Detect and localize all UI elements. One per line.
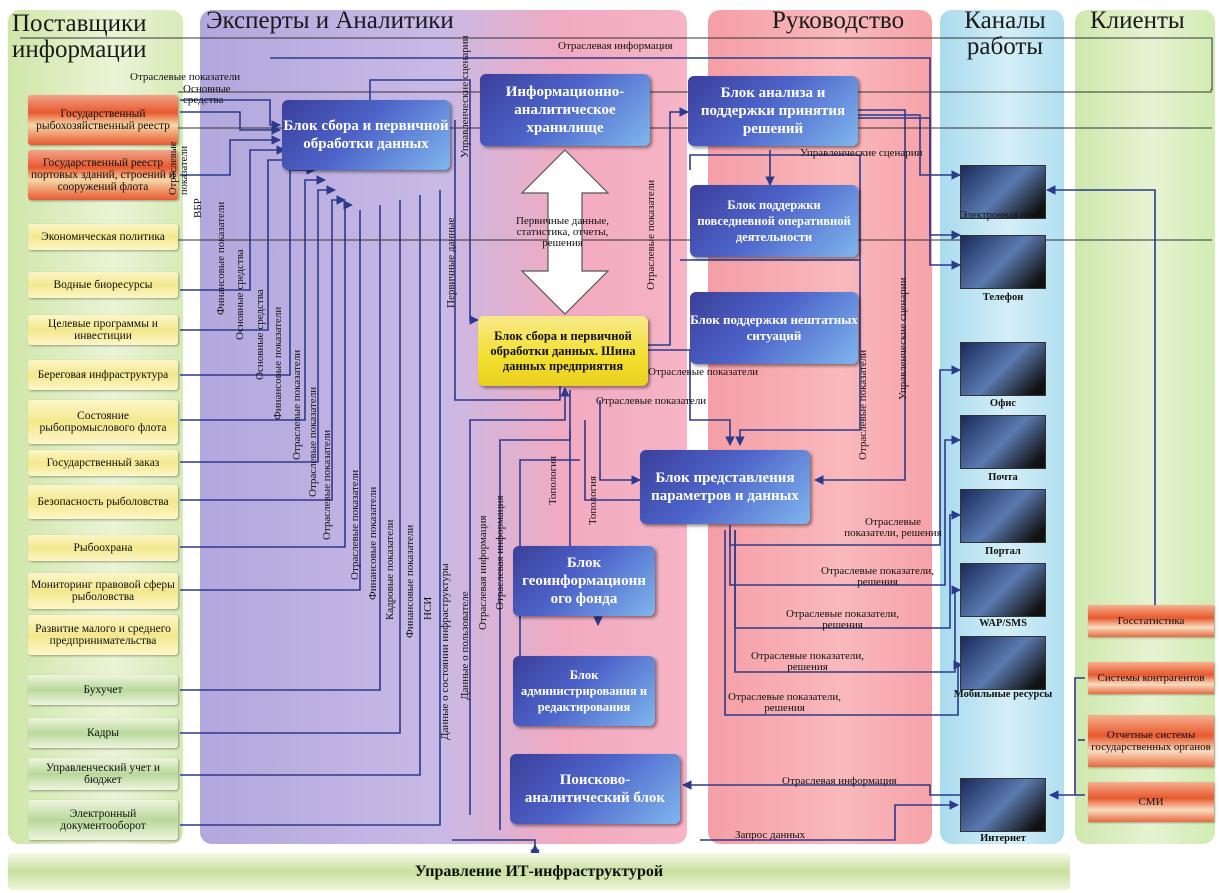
flow-label-decisions-2: Отраслевые показатели, решения (821, 565, 934, 588)
channel-label-internet: Интернет (980, 833, 1026, 844)
flow-label-indicators-present: Отраслевые показатели (596, 395, 707, 407)
flow-label-industry-info-top: Отраслевая информация (558, 40, 673, 52)
source-fish-protection: Рыбоохрана (28, 535, 178, 561)
channel-label-post: Почта (988, 472, 1018, 483)
lane-title-clients: Клиенты (1090, 7, 1185, 34)
block-collect: Блок сбора и первичной обработки данных (282, 100, 450, 170)
vlabel-user-data: Данные о пользователе (459, 591, 471, 700)
flow-label-indicators-bus: Отраслевые показатели (648, 366, 759, 378)
vlabel-industry-info-2: Отраслевая информация (494, 495, 506, 610)
vlabel-financial-3: Финансовые показатели (367, 486, 379, 600)
vlabel-financial-1: Финансовые показатели (215, 201, 227, 315)
source-edoc: Электронный документооборот (28, 800, 178, 840)
source-sme-development: Развитие малого и среднего предпринимате… (28, 615, 178, 655)
source-state-order: Государственный заказ (28, 450, 178, 476)
phone-icon[interactable] (960, 235, 1046, 289)
lane-title-experts: Эксперты и Аналитики (206, 7, 454, 34)
mailbox-icon[interactable] (960, 165, 1046, 219)
vlabel-indicators-3: Отраслевые показатели (321, 429, 333, 540)
footer-it-infrastructure: Управление ИТ-инфраструктурой (8, 853, 1070, 890)
channel-label-office: Офис (989, 398, 1017, 409)
vlabel-vbr: ВБР (192, 198, 204, 218)
source-economic-policy: Экономическая политика (28, 224, 178, 250)
block-geo-fund: Блок геоинформационн ого фонда (513, 546, 655, 616)
double-arrow-storage-bus (520, 149, 610, 315)
vlabel-topology-2: Топология (587, 475, 599, 525)
lane-title-suppliers: Поставщики информации (12, 10, 147, 63)
flow-label-decisions-1: Отраслевые показатели, решения (844, 516, 942, 539)
channel-label-wap: WAP/SMS (979, 618, 1027, 629)
block-daily-operations: Блок поддержки повседневной оперативной … (690, 185, 858, 257)
block-emergency: Блок поддержки нештатных ситуаций (690, 292, 858, 364)
client-reporting-systems: Отчетные системы государственных органов (1088, 715, 1214, 767)
source-budget: Управленческий учет и бюджет (28, 758, 178, 790)
block-data-bus: Блок сбора и первичной обработки данных.… (478, 316, 648, 386)
flow-label-indicators-top: Отраслевые показатели (130, 71, 241, 83)
post-box-icon[interactable] (960, 415, 1046, 469)
flow-label-decisions-5: Отраслевые показатели, решения (728, 691, 841, 714)
vlabel-financial-2: Финансовые показатели (272, 306, 284, 420)
vlabel-personnel: Кадровые показатели (384, 519, 396, 620)
flow-label-primary-data: Первичные данные, статистика, отчеты, ре… (515, 215, 610, 249)
vlabel-indicators-1: Отраслевые показатели (291, 349, 303, 460)
source-target-programs: Целевые программы и инвестиции (28, 315, 178, 345)
vlabel-primary-data: Первичные данные (445, 217, 457, 308)
vlabel-infra-state: Данные о состоянии инфраструктуры (439, 563, 451, 740)
flow-label-decisions-3: Отраслевые показатели, решения (786, 608, 899, 631)
vlabel-fixed-2: Основные средства (254, 289, 266, 380)
block-presentation: Блок представления параметров и данных (640, 450, 810, 524)
channel-label-mobile-resources: Мобильные ресурсы (953, 689, 1053, 700)
flow-label-fixed-assets: Основные средства (183, 83, 231, 106)
vlabel-financial-4: Финансовые показатели (404, 524, 416, 638)
source-personnel: Кадры (28, 718, 178, 748)
lane-management (708, 10, 932, 844)
flow-label-industry-info-internet: Отраслевая информация (782, 775, 897, 787)
client-contractors: Системы контрагентов (1088, 662, 1214, 694)
vlabel-industry-info-1: Отраслевая информация (477, 515, 489, 630)
source-legal-monitoring: Мониторинг правовой сферы рыболовства (28, 573, 178, 609)
vlabel-mgmt-scenarios-right: Управленческие сценарии (897, 277, 909, 400)
client-gosstat: Госстатистика (1088, 605, 1214, 637)
source-fleet-state: Состояние рыбопромыслового флота (28, 400, 178, 444)
lane-title-management: Руководство (772, 7, 905, 34)
vlabel-indicators-2: Отраслевые показатели (307, 386, 319, 497)
source-coastal-infra: Береговая инфраструктура (28, 360, 178, 390)
block-admin: Блок администрирования и редактирования (513, 656, 655, 726)
channel-label-portal: Портал (985, 546, 1021, 557)
vlabel-topology-1: Топология (547, 455, 559, 505)
vlabel-indicators-bus: Отраслевые показатели (645, 179, 657, 290)
source-water-bioresources: Водные биоресурсы (28, 272, 178, 298)
source-accounting: Бухучет (28, 675, 178, 705)
client-media: СМИ (1088, 782, 1214, 822)
block-search-analytics: Поисково-аналитический блок (510, 754, 680, 824)
flow-label-decisions-4: Отраслевые показатели, решения (751, 650, 864, 673)
vlabel-indicators-4: Отраслевые показатели (349, 469, 361, 580)
computer-icon[interactable] (960, 778, 1046, 832)
mobile-phone-icon[interactable] (960, 563, 1046, 617)
source-fishing-safety: Безопасность рыболовства (28, 485, 178, 519)
flow-label-request: Запрос данных (735, 829, 806, 841)
block-storage: Информационно-аналитическое хранилище (480, 74, 650, 146)
vlabel-nsi: НСИ (422, 596, 434, 620)
block-decision-support: Блок анализа и поддержки принятия решени… (688, 76, 858, 146)
office-building-icon[interactable] (960, 342, 1046, 396)
source-fish-registry: Государственный рыбохозяйственный реестр (28, 95, 178, 145)
source-port-registry: Государственный реестр портовых зданий, … (28, 150, 178, 200)
vlabel-mgmt-scenarios-left: Управленческие сценарии (459, 35, 471, 158)
flow-label-mgmt-scenarios: Управленческие сценарии (800, 147, 923, 159)
lane-clients (1075, 10, 1215, 844)
portal-icon[interactable] (960, 489, 1046, 543)
vlabel-indicators-mgmt: Отраслевые показатели (857, 349, 869, 460)
vlabel-indicators-a: Отраслевые показатели (168, 141, 190, 195)
channel-label-phone: Телефон (982, 292, 1024, 303)
pda-icon[interactable] (960, 636, 1046, 690)
channel-label-email: Электронная почта (960, 210, 1046, 221)
vlabel-fixed-1: Основные средства (234, 249, 246, 340)
